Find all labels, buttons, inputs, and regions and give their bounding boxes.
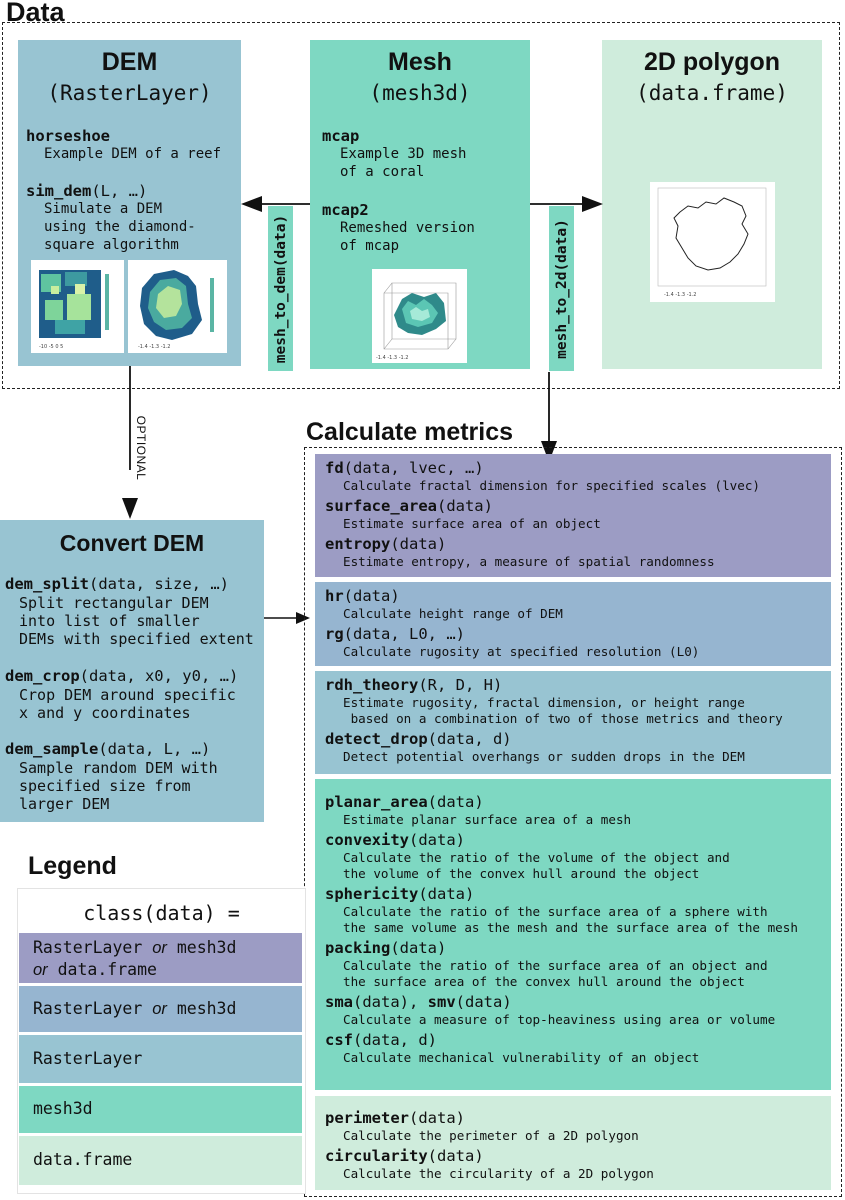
legend-title: Legend — [28, 852, 117, 880]
metric-sma-smv: sma(data), smv(data) — [325, 993, 512, 1011]
legend-item-raster-mesh: RasterLayer or mesh3d — [19, 986, 302, 1032]
metric-sphericity: sphericity(data) — [325, 885, 475, 903]
legend-item-frame: data.frame — [19, 1136, 302, 1185]
mesh-title: Mesh — [388, 48, 452, 76]
metric-sma-smv-desc: Calculate a measure of top-heaviness usi… — [343, 1012, 776, 1027]
dem-fn-sim-dem-desc: Simulate a DEM using the diamond- square… — [44, 201, 196, 253]
metric-surface-area-desc: Estimate surface area of an object — [343, 516, 601, 531]
metric-fd-desc: Calculate fractal dimension for specifie… — [343, 478, 761, 493]
metric-entropy-desc: Estimate entropy, a measure of spatial r… — [343, 554, 715, 569]
legend-item-raster: RasterLayer — [19, 1035, 302, 1083]
data-section-border — [2, 22, 840, 389]
svg-text:-1.4 -1.3 -1.2: -1.4 -1.3 -1.2 — [138, 344, 170, 350]
metrics-group-frame: perimeter(data) Calculate the perimeter … — [315, 1096, 831, 1190]
arrow-down-icon-2 — [122, 498, 138, 519]
coral-mesh-image: -1.4 -1.3 -1.2 — [372, 269, 467, 363]
mesh-to-dem-label: mesh_to_dem(data) — [268, 206, 293, 371]
metric-rg: rg(data, L0, …) — [325, 625, 465, 643]
metric-fd: fd(data, lvec, …) — [325, 459, 484, 477]
convert-fn-dem-sample: dem_sample(data, L, …) — [5, 740, 211, 758]
mesh-fn-mcap-desc: Example 3D mesh of a coral — [340, 146, 467, 180]
metric-rdh-theory: rdh_theory(R, D, H) — [325, 676, 503, 694]
metric-hr-desc: Calculate height range of DEM — [343, 606, 563, 621]
metric-surface-area: surface_area(data) — [325, 497, 493, 515]
convert-fn-dem-crop-desc: Crop DEM around specific x and y coordin… — [19, 686, 236, 722]
metric-csf-desc: Calculate mechanical vulnerability of an… — [343, 1050, 700, 1065]
convert-dem-box: Convert DEM dem_split(data, size, …) Spl… — [0, 520, 264, 822]
arrow-right-icon-2 — [296, 612, 310, 624]
convert-arrow — [264, 612, 310, 624]
dem-heatmap-image: -10 -5 0 5 — [31, 260, 124, 353]
convert-dem-title: Convert DEM — [59, 530, 205, 556]
metrics-group-raster-mesh: hr(data) Calculate height range of DEM r… — [315, 582, 831, 666]
metrics-section-title: Calculate metrics — [306, 418, 514, 446]
metrics-group-raster: rdh_theory(R, D, H) Estimate rugosity, f… — [315, 671, 831, 774]
mesh-fn-mcap2: mcap2 — [322, 201, 369, 219]
metrics-group-all: fd(data, lvec, …) Calculate fractal dime… — [315, 454, 831, 577]
polygon-box: 2D polygon (data.frame) -1.4 -1.3 -1.2 — [602, 40, 822, 369]
svg-text:-10 -5 0 5: -10 -5 0 5 — [39, 344, 63, 350]
metric-sphericity-desc: Calculate the ratio of the surface area … — [343, 904, 798, 935]
metric-circularity-desc: Calculate the circularity of a 2D polygo… — [343, 1166, 654, 1181]
dem-title: DEM — [101, 48, 158, 76]
metric-perimeter-desc: Calculate the perimeter of a 2D polygon — [343, 1128, 639, 1143]
mesh-fn-mcap2-desc: Remeshed version of mcap — [340, 220, 475, 254]
metric-csf: csf(data, d) — [325, 1031, 437, 1049]
mesh-to-2d-label: mesh_to_2d(data) — [549, 206, 574, 371]
svg-text:-1.4 -1.3 -1.2: -1.4 -1.3 -1.2 — [376, 355, 408, 361]
metric-rdh-theory-desc: Estimate rugosity, fractal dimension, or… — [343, 695, 783, 726]
legend-header: class(data) = — [83, 901, 240, 925]
metric-planar-area-desc: Estimate planar surface area of a mesh — [343, 812, 632, 827]
polygon-outline-image: -1.4 -1.3 -1.2 — [650, 182, 775, 302]
mesh-fn-mcap: mcap — [322, 127, 360, 145]
optional-label: OPTIONAL — [134, 415, 148, 480]
convert-fn-dem-sample-desc: Sample random DEM with specified size fr… — [19, 759, 218, 813]
polygon-subtitle: (data.frame) — [636, 81, 788, 105]
metric-perimeter: perimeter(data) — [325, 1109, 465, 1127]
metric-hr: hr(data) — [325, 587, 400, 605]
arrow-left-icon — [241, 196, 262, 212]
metric-convexity-desc: Calculate the ratio of the volume of the… — [343, 850, 730, 881]
metric-entropy: entropy(data) — [325, 535, 447, 553]
metric-detect-drop: detect_drop(data, d) — [325, 730, 512, 748]
metric-circularity: circularity(data) — [325, 1147, 484, 1165]
legend-item-mesh: mesh3d — [19, 1086, 302, 1133]
svg-text:-1.4 -1.3 -1.2: -1.4 -1.3 -1.2 — [664, 292, 696, 298]
metric-rg-desc: Calculate rugosity at specified resoluti… — [343, 644, 700, 659]
metrics-group-mesh: planar_area(data) Estimate planar surfac… — [315, 779, 831, 1090]
dem-box: DEM (RasterLayer) horseshoe Example DEM … — [18, 40, 241, 366]
convert-fn-dem-split: dem_split(data, size, …) — [5, 575, 229, 593]
convert-fn-dem-crop: dem_crop(data, x0, y0, …) — [5, 667, 239, 685]
arrow-down-icon — [541, 441, 557, 462]
metric-packing-desc: Calculate the ratio of the surface area … — [343, 958, 768, 989]
dem-heatmap-image-2: -1.4 -1.3 -1.2 — [128, 260, 227, 353]
data-arrows — [129, 196, 603, 470]
metric-planar-area: planar_area(data) — [325, 793, 484, 811]
dem-fn-sim-dem: sim_dem(L, …) — [26, 182, 148, 200]
arrow-right-icon — [582, 196, 603, 212]
dem-fn-horseshoe-desc: Example DEM of a reef — [44, 146, 222, 162]
metrics-section-border — [304, 447, 842, 1197]
convert-fn-dem-split-desc: Split rectangular DEM into list of small… — [19, 594, 254, 648]
metric-detect-drop-desc: Detect potential overhangs or sudden dro… — [343, 749, 745, 764]
mesh-subtitle: (mesh3d) — [369, 81, 471, 105]
mesh-box: Mesh (mesh3d) mcap Example 3D mesh of a … — [310, 40, 530, 369]
polygon-title: 2D polygon — [643, 48, 781, 76]
dem-subtitle: (RasterLayer) — [47, 81, 212, 105]
metric-convexity: convexity(data) — [325, 831, 465, 849]
optional-arrow — [122, 498, 138, 519]
dem-fn-horseshoe: horseshoe — [26, 127, 110, 145]
metric-packing: packing(data) — [325, 939, 447, 957]
